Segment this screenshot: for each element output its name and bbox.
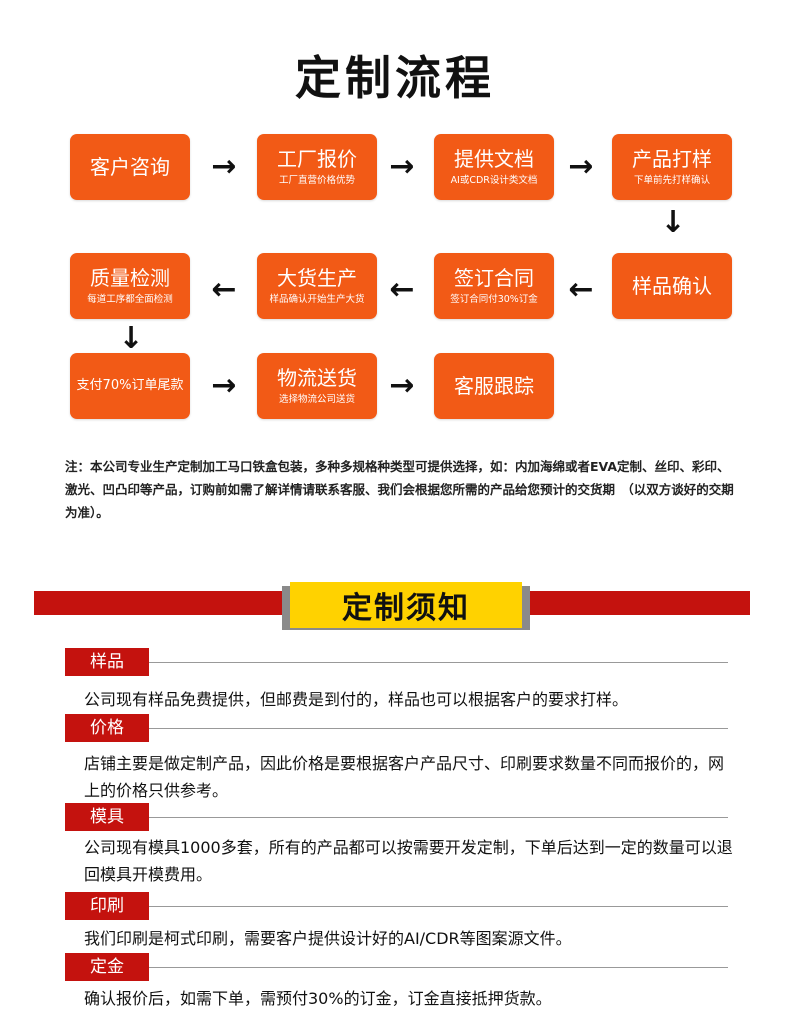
section-label-print: 印刷: [65, 892, 149, 920]
arrow-left-icon: ←: [211, 272, 237, 307]
step-sublabel: 工厂直营价格优势: [278, 175, 355, 186]
section-divider: [149, 967, 728, 968]
step-label: 客户咨询: [90, 155, 170, 179]
step-customer-consult: 客户咨询: [70, 134, 190, 200]
step-label: 样品确认: [632, 274, 712, 298]
arrow-left-icon: ←: [389, 272, 415, 307]
section-divider: [149, 662, 728, 663]
step-sign-contract: 签订合同 签订合同付30%订金: [434, 253, 554, 319]
step-sublabel: 每道工序都全面检测: [87, 294, 173, 305]
section-divider: [149, 728, 728, 729]
arrow-down-icon: ↓: [118, 321, 144, 356]
step-pay-balance: 支付70%订单尾款: [70, 353, 190, 419]
step-label: 提供文档: [454, 147, 534, 171]
arrow-right-icon: →: [568, 149, 594, 184]
step-sublabel: 签订合同付30%订金: [450, 294, 538, 305]
section-text-mold: 公司现有模具1000多套，所有的产品都可以按需要开发定制，下单后达到一定的数量可…: [84, 838, 733, 884]
section-label-sample: 样品: [65, 648, 149, 676]
section-divider: [149, 906, 728, 907]
step-label: 客服跟踪: [454, 374, 534, 398]
step-quality-check: 质量检测 每道工序都全面检测: [70, 253, 190, 319]
section-label-price: 价格: [65, 714, 149, 742]
section-divider: [149, 817, 728, 818]
section-label-deposit: 定金: [65, 953, 149, 981]
step-customer-service: 客服跟踪: [434, 353, 554, 419]
section-text-deposit: 确认报价后，如需下单，需预付30%的订金，订金直接抵押货款。: [84, 989, 552, 1008]
step-label: 产品打样: [632, 147, 712, 171]
arrow-right-icon: →: [211, 149, 237, 184]
step-label: 签订合同: [454, 266, 534, 290]
step-mass-production: 大货生产 样品确认开始生产大货: [257, 253, 377, 319]
step-sublabel: 下单前先打样确认: [633, 175, 710, 186]
note-text: 注：本公司专业生产定制加工马口铁盒包装，多种多规格种类型可提供选择，如：内加海绵…: [65, 459, 734, 520]
section-label-mold: 模具: [65, 803, 149, 831]
arrow-right-icon: →: [389, 368, 415, 403]
arrow-right-icon: →: [389, 149, 415, 184]
notice-title: 定制须知: [290, 582, 522, 628]
section-text-price: 店铺主要是做定制产品，因此价格是要根据客户产品尺寸、印刷要求数量不同而报价的，网…: [84, 754, 725, 800]
arrow-left-icon: ←: [568, 272, 594, 307]
step-factory-quote: 工厂报价 工厂直营价格优势: [257, 134, 377, 200]
step-sublabel: 选择物流公司送货: [278, 394, 355, 405]
arrow-right-icon: →: [211, 368, 237, 403]
step-label: 工厂报价: [277, 147, 357, 171]
section-text-print: 我们印刷是柯式印刷，需要客户提供设计好的AI/CDR等图案源文件。: [84, 929, 572, 948]
step-label: 支付70%订单尾款: [76, 378, 184, 393]
step-sublabel: 样品确认开始生产大货: [269, 294, 365, 305]
step-label: 质量检测: [90, 266, 170, 290]
page-title: 定制流程: [295, 51, 495, 105]
step-label: 大货生产: [277, 266, 357, 290]
step-sublabel: AI或CDR设计类文档: [450, 175, 538, 186]
arrow-down-icon: ↓: [660, 205, 686, 240]
step-provide-docs: 提供文档 AI或CDR设计类文档: [434, 134, 554, 200]
step-sample-proof: 产品打样 下单前先打样确认: [612, 134, 732, 200]
step-logistics: 物流送货 选择物流公司送货: [257, 353, 377, 419]
step-sample-confirm: 样品确认: [612, 253, 732, 319]
step-label: 物流送货: [277, 366, 357, 390]
section-text-sample: 公司现有样品免费提供，但邮费是到付的，样品也可以根据客户的要求打样。: [84, 690, 629, 709]
